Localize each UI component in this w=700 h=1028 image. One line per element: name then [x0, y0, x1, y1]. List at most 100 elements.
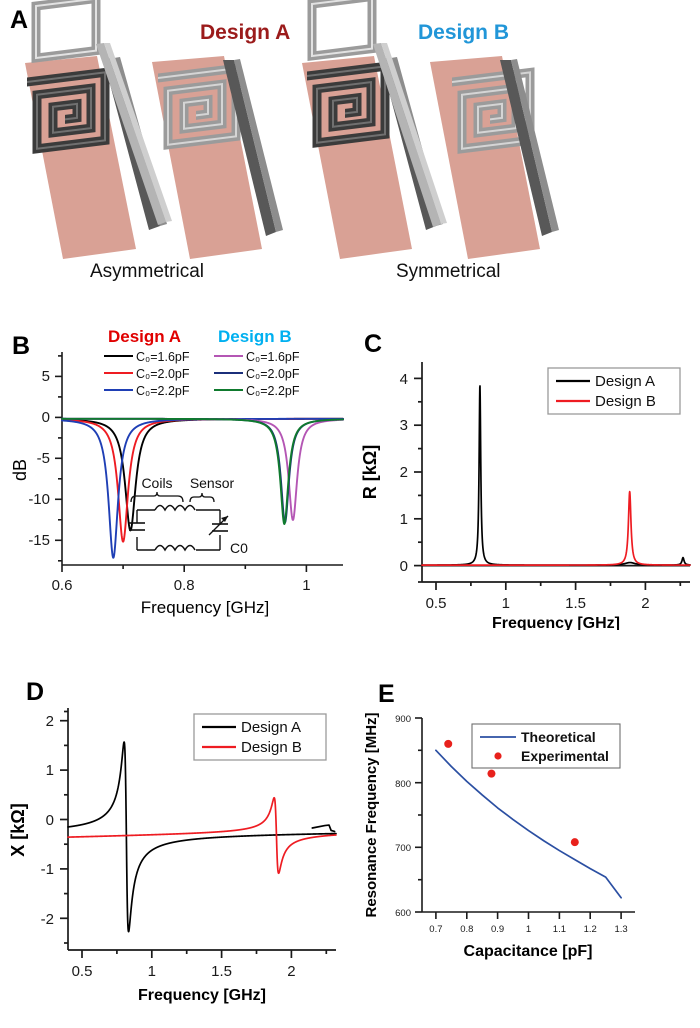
panel-b-titles: Design A Design B	[108, 327, 292, 346]
ytick-label: 1	[46, 762, 54, 779]
panel-a-caption-symmetrical: Symmetrical	[396, 261, 501, 282]
panel-c-label: C	[364, 330, 383, 358]
ytick-label: 4	[400, 371, 408, 388]
xtick-label: 1	[502, 595, 510, 612]
panel-a-illustration	[0, 0, 559, 259]
device-a2	[152, 56, 283, 259]
xtick-label: 1	[526, 924, 531, 935]
panel-e-series	[435, 739, 622, 899]
panel-b-legend-design-b: C₀=1.6pF C₀=2.0pF C₀=2.2pF	[214, 350, 300, 398]
panel-d-xtick-labels: 0.5 1 1.5 2	[72, 963, 296, 980]
ytick-label: 1	[400, 511, 408, 528]
panel-b: B Design A Design B C₀=1.6pF C₀=2.0pF C₀…	[0, 320, 350, 630]
xtick-label: 0.5	[72, 963, 93, 980]
panel-e-axes	[415, 717, 635, 919]
ytick-label: -10	[28, 491, 50, 508]
xtick-label: 0.9	[491, 924, 504, 935]
legend-item-label: Design A	[241, 719, 301, 736]
panel-d-label: D	[26, 678, 45, 706]
ytick-label: 600	[395, 908, 411, 919]
panel-e-x-axis-label: Capacitance [pF]	[464, 943, 593, 960]
panel-c: C 0	[350, 320, 700, 630]
ytick-label: 0	[46, 812, 54, 829]
panel-d-chart: 2 1 0 -1 -2 0.5 1 1.5 2 Frequency [GHz] …	[8, 708, 337, 1004]
ytick-label: 2	[400, 464, 408, 481]
xtick-label: 1.1	[553, 924, 566, 935]
legend-item-label: Theoretical	[521, 729, 596, 745]
legend-item-label: C₀=1.6pF	[246, 350, 300, 364]
panel-c-x-axis-label: Frequency [GHz]	[492, 615, 620, 630]
ytick-label: 0	[42, 409, 50, 426]
xtick-label: 0.8	[460, 924, 473, 935]
inset-coils-label: Coils	[141, 475, 172, 491]
panel-b-y-axis-label: dB	[10, 459, 30, 481]
panel-b-chart: Design A Design B C₀=1.6pF C₀=2.0pF C₀=2…	[10, 327, 344, 617]
legend-item-label: Experimental	[521, 748, 609, 764]
panel-d-curves	[67, 741, 337, 933]
panel-c-y-axis-label: R [kΩ]	[360, 445, 380, 499]
ytick-label: 5	[42, 368, 50, 385]
panel-c-curves	[421, 385, 691, 566]
legend-item-label: Design B	[595, 393, 656, 410]
panel-e-ytick-labels: 900 800 700 600	[395, 714, 411, 919]
ytick-label: -5	[37, 450, 50, 467]
panel-d: D 2	[0, 650, 350, 1028]
ytick-label: 700	[395, 843, 411, 854]
panel-b-label: B	[12, 332, 31, 360]
xtick-label: 1.5	[565, 595, 586, 612]
inset-sensor-label: Sensor	[190, 475, 235, 491]
ytick-label: -15	[28, 532, 50, 549]
panel-d-legend: Design A Design B	[193, 713, 327, 761]
panel-d-axes	[60, 708, 336, 958]
panel-b-inset-circuit: Coils Sensor C0	[129, 475, 248, 556]
panel-a: A Design A Design B	[0, 0, 700, 300]
ytick-label: -1	[41, 861, 54, 878]
device-b2	[430, 56, 559, 259]
xtick-label: 1	[148, 963, 156, 980]
xtick-label: 0.7	[429, 924, 442, 935]
legend-item-label: C₀=2.2pF	[246, 384, 300, 398]
panel-d-x-axis-label: Frequency [GHz]	[138, 987, 266, 1004]
ytick-label: 0	[400, 558, 408, 575]
data-point	[487, 769, 496, 778]
panel-a-design-b-title: Design B	[418, 21, 510, 44]
panel-e-chart: 900 800 700 600 0.7 0.8 0.9 1 1.1 1.2 1.…	[363, 712, 635, 960]
ytick-label: 3	[400, 417, 408, 434]
legend-item-label: Design A	[595, 373, 655, 390]
device-a1	[25, 0, 172, 259]
panel-d-y-axis-label: X [kΩ]	[8, 803, 28, 856]
panel-e-label: E	[378, 680, 395, 708]
panel-e-xtick-labels: 0.7 0.8 0.9 1 1.1 1.2 1.3	[429, 924, 627, 935]
panel-c-chart: 0 1 2 3 4 0.5 1 1.5 2 Frequency [GHz] R …	[360, 362, 691, 630]
ytick-label: -2	[41, 911, 54, 928]
legend-item-label: C₀=2.2pF	[136, 384, 190, 398]
panel-c-ytick-labels: 0 1 2 3 4	[400, 371, 408, 575]
data-point	[444, 739, 453, 748]
panel-a-label: A	[10, 6, 29, 34]
panel-a-design-a-title: Design A	[200, 21, 291, 44]
panel-c-xtick-labels: 0.5 1 1.5 2	[426, 595, 650, 612]
panel-d-ytick-labels: 2 1 0 -1 -2	[41, 713, 54, 928]
panel-b-design-b-title: Design B	[218, 327, 292, 346]
panel-e-legend: Theoretical Experimental	[471, 723, 621, 769]
panel-b-curves	[61, 417, 344, 559]
xtick-label: 1.5	[211, 963, 232, 980]
panel-b-x-axis-label: Frequency [GHz]	[141, 598, 270, 617]
data-point	[570, 838, 579, 847]
panel-b-xtick-labels: 0.6 0.8 1	[52, 577, 311, 594]
panel-b-design-a-title: Design A	[108, 327, 181, 346]
device-b1	[302, 0, 447, 259]
panel-b-ytick-labels: 5 0 -5 -10 -15	[28, 368, 50, 549]
legend-item-label: Design B	[241, 739, 302, 756]
ytick-label: 2	[46, 713, 54, 730]
panel-a-caption-asymmetrical: Asymmetrical	[90, 261, 205, 282]
panel-b-legend-design-a: C₀=1.6pF C₀=2.0pF C₀=2.2pF	[104, 350, 190, 398]
panel-e-y-axis-label: Resonance Frequency [MHz]	[363, 712, 380, 917]
xtick-label: 2	[641, 595, 649, 612]
xtick-label: 2	[287, 963, 295, 980]
xtick-label: 1.2	[584, 924, 597, 935]
xtick-label: 1	[302, 577, 310, 594]
xtick-label: 0.6	[52, 577, 73, 594]
legend-item-label: C₀=2.0pF	[136, 367, 190, 381]
legend-item-label: C₀=1.6pF	[136, 350, 190, 364]
